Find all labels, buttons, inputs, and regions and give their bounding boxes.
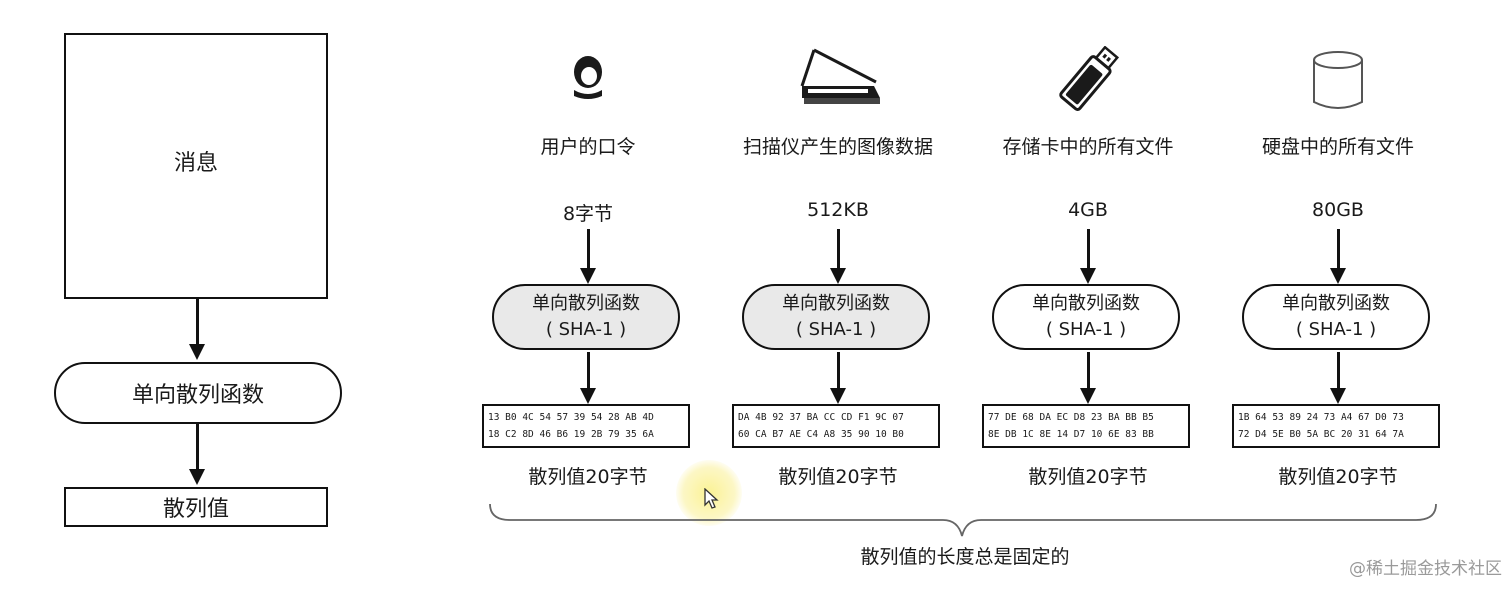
function-name: 单向散列函数 <box>532 293 640 314</box>
arrow-line-message-to-function <box>196 299 199 345</box>
data-size: 8字节 <box>562 203 614 225</box>
arrow-head <box>1330 388 1346 404</box>
sha1-function-pill: 单向散列函数 ( SHA-1 ) <box>1242 284 1430 350</box>
watermark: @稀土掘金技术社区 <box>1349 559 1502 579</box>
sha1-function-pill: 单向散列函数 ( SHA-1 ) <box>992 284 1180 350</box>
arrow-head-message-to-function <box>189 344 205 360</box>
data-label: 存储卡中的所有文件 <box>1002 136 1174 158</box>
digest-size: 散列值20字节 <box>778 466 898 488</box>
message-label: 消息 <box>173 151 218 176</box>
sha1-function-pill: 单向散列函数 ( SHA-1 ) <box>492 284 680 350</box>
hash-function-pill: 单向散列函数 <box>54 362 342 424</box>
arrow-head <box>830 268 846 284</box>
example-column-scanner: 扫描仪产生的图像数据 512KB 单向散列函数 ( SHA-1 ) DA 4B … <box>718 0 958 500</box>
hash-value-box: 散列值 <box>64 487 328 527</box>
arrow-head <box>830 388 846 404</box>
curly-brace <box>489 503 1437 537</box>
data-label: 用户的口令 <box>540 136 636 158</box>
digest-box: DA 4B 92 37 BA CC CD F1 9C 07 60 CA B7 A… <box>732 404 940 448</box>
hash-function-label: 单向散列函数 <box>131 383 264 408</box>
digest-size: 散列值20字节 <box>528 466 648 488</box>
arrow-line <box>837 352 840 390</box>
arrow-line <box>1337 352 1340 390</box>
example-column-hard-disk: 硬盘中的所有文件 80GB 单向散列函数 ( SHA-1 ) 1B 64 53 … <box>1218 0 1458 500</box>
scanner-icon <box>800 48 880 104</box>
digest-row: DA 4B 92 37 BA CC CD F1 9C 07 <box>738 412 904 423</box>
digest-box: 77 DE 68 DA EC D8 23 BA BB B5 8E DB 1C 8… <box>982 404 1190 448</box>
digest-row: 77 DE 68 DA EC D8 23 BA BB B5 <box>988 412 1154 423</box>
digest-row: 18 C2 8D 46 B6 19 2B 79 35 6A <box>488 429 654 440</box>
digest-row: 13 B0 4C 54 57 39 54 28 AB 4D <box>488 412 654 423</box>
arrow-head-function-to-hash <box>189 469 205 485</box>
message-box: 消息 <box>64 33 328 299</box>
data-size: 4GB <box>1068 199 1108 221</box>
arrow-head <box>580 268 596 284</box>
arrow-line <box>837 229 840 271</box>
function-name: 单向散列函数 <box>782 293 890 314</box>
arrow-line <box>587 352 590 390</box>
digest-box: 13 B0 4C 54 57 39 54 28 AB 4D 18 C2 8D 4… <box>482 404 690 448</box>
usb-drive-icon <box>1059 46 1120 111</box>
function-algorithm: ( SHA-1 ) <box>795 319 877 340</box>
data-size: 512KB <box>807 199 869 221</box>
function-algorithm: ( SHA-1 ) <box>545 319 627 340</box>
arrow-line-function-to-hash <box>196 424 199 470</box>
arrow-head <box>1330 268 1346 284</box>
digest-row: 72 D4 5E B0 5A BC 20 31 64 7A <box>1238 429 1404 440</box>
arrow-head <box>1080 388 1096 404</box>
arrow-line <box>1087 229 1090 271</box>
function-algorithm: ( SHA-1 ) <box>1045 319 1127 340</box>
digest-box: 1B 64 53 89 24 73 A4 67 D0 73 72 D4 5E B… <box>1232 404 1440 448</box>
function-name: 单向散列函数 <box>1282 293 1390 314</box>
person-head-icon <box>574 56 602 99</box>
digest-row: 60 CA B7 AE C4 A8 35 90 10 B0 <box>738 429 904 440</box>
data-label: 硬盘中的所有文件 <box>1261 136 1414 158</box>
arrow-line <box>1337 229 1340 271</box>
digest-row: 8E DB 1C 8E 14 D7 10 6E 83 BB <box>988 429 1154 440</box>
digest-size: 散列值20字节 <box>1028 466 1148 488</box>
mouse-cursor-icon <box>704 488 719 509</box>
arrow-line <box>1087 352 1090 390</box>
arrow-line <box>587 229 590 271</box>
arrow-head <box>1080 268 1096 284</box>
digest-size: 散列值20字节 <box>1278 466 1398 488</box>
example-column-memory-card: 存储卡中的所有文件 4GB 单向散列函数 ( SHA-1 ) 77 DE 68 … <box>968 0 1208 500</box>
digest-row: 1B 64 53 89 24 73 A4 67 D0 73 <box>1238 412 1404 423</box>
function-name: 单向散列函数 <box>1032 293 1140 314</box>
function-algorithm: ( SHA-1 ) <box>1295 319 1377 340</box>
arrow-head <box>580 388 596 404</box>
fixed-length-caption: 散列值的长度总是固定的 <box>860 546 1070 568</box>
sha1-function-pill: 单向散列函数 ( SHA-1 ) <box>742 284 930 350</box>
example-column-password: 用户的口令 8字节 单向散列函数 ( SHA-1 ) 13 B0 4C 54 5… <box>468 0 708 500</box>
hash-value-label: 散列值 <box>162 497 229 522</box>
hard-disk-cylinder-icon <box>1313 51 1363 109</box>
data-label: 扫描仪产生的图像数据 <box>742 136 933 158</box>
data-size: 80GB <box>1312 199 1364 221</box>
